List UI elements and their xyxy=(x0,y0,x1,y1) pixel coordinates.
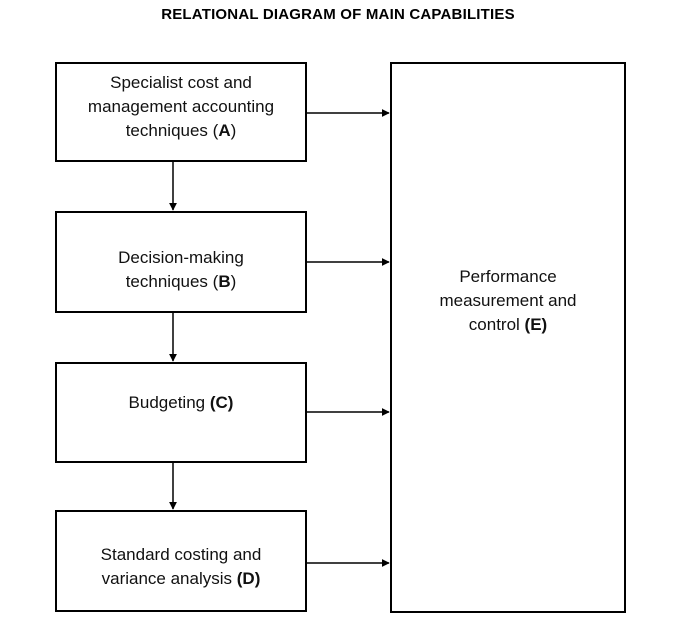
box-d-line2: variance analysis xyxy=(101,569,237,588)
box-e-line1: Performance xyxy=(459,267,557,286)
box-budgeting: Budgeting (C) xyxy=(55,362,307,463)
box-a-line2: management accounting xyxy=(87,97,275,116)
box-a-line1: Specialist cost and xyxy=(110,73,252,92)
box-b-line1: Decision-making xyxy=(118,248,244,267)
box-c-line1: Budgeting xyxy=(128,393,210,412)
box-a-close: ) xyxy=(230,121,237,140)
box-d-code: (D) xyxy=(236,569,261,588)
box-specialist-cost-techniques: Specialist cost and management accountin… xyxy=(55,62,307,162)
box-performance-measurement: Performance measurement and control (E) xyxy=(390,62,626,613)
box-e-line3: control xyxy=(468,315,525,334)
diagram-title: RELATIONAL DIAGRAM OF MAIN CAPABILITIES xyxy=(161,6,515,23)
box-e-line2: measurement and xyxy=(439,291,577,310)
box-a-line3: techniques ( xyxy=(125,121,219,140)
box-b-code: B xyxy=(218,272,231,291)
box-a-code: A xyxy=(218,121,231,140)
box-c-code: (C) xyxy=(209,393,234,412)
box-standard-costing: Standard costing and variance analysis (… xyxy=(55,510,307,612)
box-d-line1: Standard costing and xyxy=(100,545,262,564)
box-b-line2: techniques ( xyxy=(125,272,219,291)
box-e-code: (E) xyxy=(524,315,548,334)
box-decision-making-techniques: Decision-making techniques (B) xyxy=(55,211,307,313)
box-b-close: ) xyxy=(230,272,237,291)
